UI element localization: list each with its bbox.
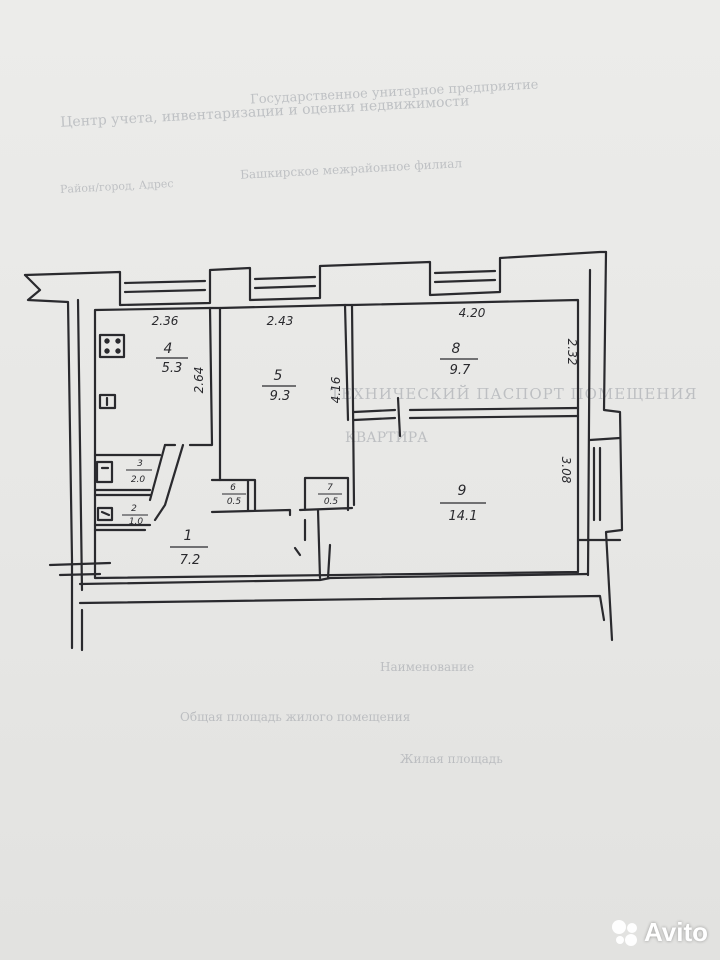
room-8-area: 9.7	[450, 363, 471, 378]
dim-room8-depth: 2.32	[565, 339, 579, 366]
dim-room4-width: 2.36	[152, 314, 179, 328]
corridor-marker-left	[48, 561, 112, 577]
room-6-number: 6	[230, 483, 236, 493]
avito-logo-icon	[611, 919, 637, 946]
room-6-area: 0.5	[227, 497, 242, 507]
bathtub-fixture	[95, 460, 114, 484]
wc-2-walls	[93, 523, 152, 532]
room-2-number: 2	[131, 504, 137, 514]
bleed-footer-line-2: Общая площадь жилого помещения	[180, 710, 411, 724]
stove-fixture	[98, 333, 126, 359]
outer-wall-top	[23, 250, 608, 307]
room-8-number: 8	[452, 341, 461, 357]
door-room8	[396, 396, 402, 438]
stove-burner-1	[104, 338, 110, 344]
wall-room4	[163, 306, 214, 447]
avito-watermark: Avito	[610, 917, 708, 948]
corridor-door-marks	[293, 508, 332, 580]
room-3-number: 3	[137, 459, 143, 469]
window-right	[588, 436, 622, 522]
window-3	[433, 269, 497, 284]
stove-burner-3	[104, 348, 110, 354]
closet-6-walls	[210, 478, 292, 517]
outer-wall-right	[586, 250, 624, 642]
wall-room5	[218, 303, 356, 507]
room-5-number: 5	[274, 368, 283, 384]
room-2-area: 1.0	[129, 517, 144, 527]
bleed-footer-line-3: Жилая площадь	[400, 752, 503, 766]
wall-room8-room9	[352, 406, 580, 422]
room-1-area: 7.2	[180, 553, 201, 568]
avito-brand-text: Avito	[643, 917, 708, 947]
dim-room8-width: 4.20	[459, 306, 486, 320]
bleed-plan-subtitle: КВАРТИРА	[345, 430, 428, 446]
room-5-area: 9.3	[270, 389, 291, 404]
kitchen-sink-fixture	[98, 393, 117, 410]
dim-room9-depth: 3.08	[559, 457, 573, 484]
window-1	[123, 279, 207, 294]
bath-wall-vertical	[148, 443, 185, 522]
room-9-number: 9	[458, 483, 467, 499]
dim-room5-width: 2.43	[267, 314, 294, 328]
outer-wall-bottom	[70, 558, 606, 652]
bleed-footer-line-1: Наименование	[380, 660, 475, 674]
room-4-number: 4	[164, 341, 173, 357]
room-7-area: 0.5	[324, 497, 339, 507]
bath-3-walls	[93, 453, 162, 497]
room-3-area: 2.0	[131, 475, 146, 485]
stove-burner-4	[115, 348, 121, 354]
stove-burner-2	[115, 338, 121, 344]
window-2	[253, 275, 317, 290]
room-7-number: 7	[327, 483, 333, 493]
room-1-number: 1	[184, 528, 193, 544]
room-9-area: 14.1	[449, 509, 478, 524]
dim-room4-depth: 2.64	[192, 367, 206, 394]
outer-wall-left	[23, 273, 84, 592]
dim-room5-depth: 4.16	[329, 376, 343, 403]
closet-7-walls	[298, 476, 354, 512]
toilet-fixture	[96, 506, 114, 522]
room-4-area: 5.3	[162, 361, 183, 376]
